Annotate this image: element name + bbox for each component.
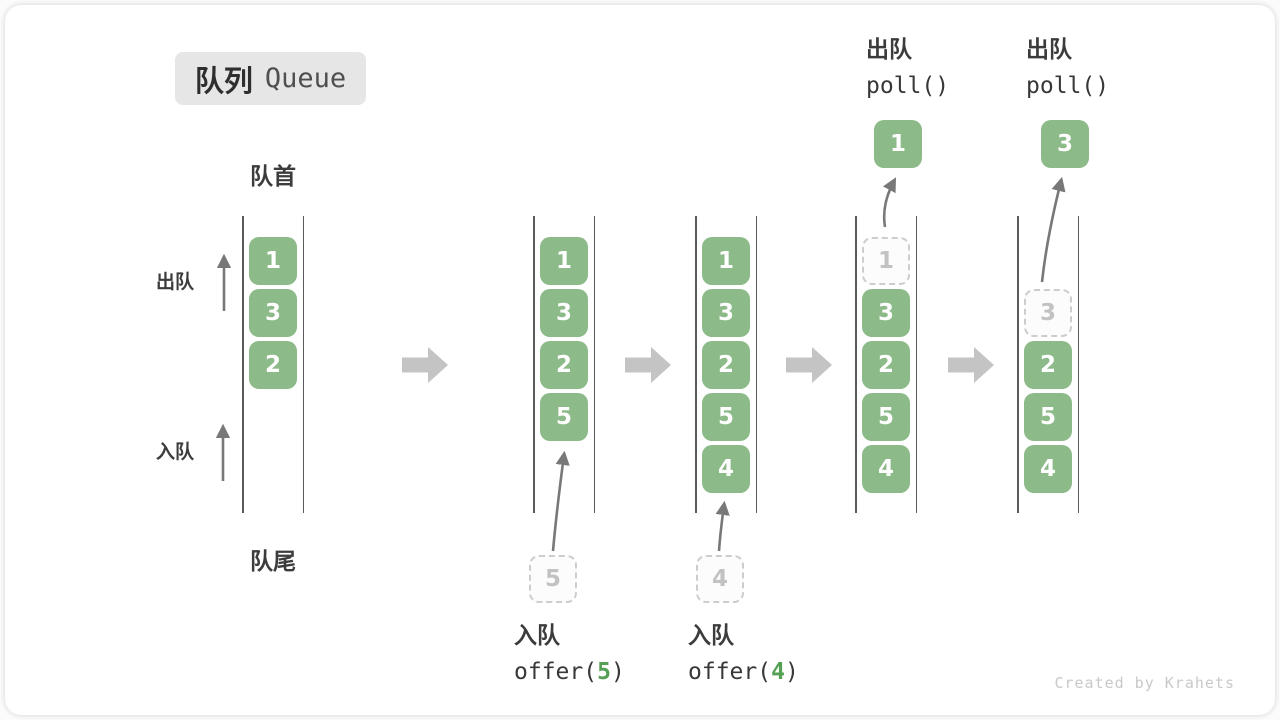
offer-annotation-5: 入队 offer(5) [514, 618, 625, 690]
poll-annotation-1: 出队 poll() [866, 32, 949, 104]
queue-item: 5 [540, 393, 588, 441]
diagram-canvas: 队列 Queue 队首 队尾 出队 入队 1 3 2 1 3 2 5 1 3 2… [5, 5, 1275, 715]
step-arrow-icon [625, 347, 671, 383]
queue-column-2: 1 3 2 5 [533, 216, 595, 513]
queue-item: 1 [249, 237, 297, 285]
offer-arg: 5 [597, 659, 611, 685]
queue-wall-right [593, 216, 595, 513]
watermark: Created by Krahets [1054, 674, 1235, 692]
offer-arg: 4 [771, 659, 785, 685]
queue-column-4: 1 3 2 5 4 [855, 216, 917, 513]
queue-item: 1 [540, 237, 588, 285]
queue-front-label: 队首 [250, 164, 296, 190]
queue-item: 2 [249, 341, 297, 389]
step-arrow-icon [786, 347, 832, 383]
queue-item: 5 [702, 393, 750, 441]
queue-item: 2 [862, 341, 910, 389]
poll-action-label: 出队 [1026, 37, 1072, 63]
queue-item-removed: 3 [1024, 289, 1072, 337]
queue-wall-left [1017, 216, 1019, 513]
queue-wall-right [302, 216, 304, 513]
queue-rear-label: 队尾 [250, 549, 296, 575]
queue-wall-left [855, 216, 857, 513]
queue-wall-left [242, 216, 244, 513]
queue-column-1: 1 3 2 [242, 216, 304, 513]
queue-wall-right [1077, 216, 1079, 513]
queue-item: 2 [540, 341, 588, 389]
queue-item: 3 [862, 289, 910, 337]
queue-column-5: 3 2 5 4 [1017, 216, 1079, 513]
poll-action-label: 出队 [866, 37, 912, 63]
offer-action-label: 入队 [688, 623, 734, 649]
queue-wall-right [755, 216, 757, 513]
dequeue-side-label: 出队 [156, 271, 195, 293]
queue-item: 4 [1024, 445, 1072, 493]
queue-item: 5 [862, 393, 910, 441]
queue-column-3: 1 3 2 5 4 [695, 216, 757, 513]
popped-item: 3 [1041, 120, 1089, 168]
step-arrow-icon [948, 347, 994, 383]
popped-item: 1 [874, 120, 922, 168]
queue-item: 3 [249, 289, 297, 337]
staged-item: 4 [696, 555, 744, 603]
queue-item: 1 [702, 237, 750, 285]
queue-item: 4 [862, 445, 910, 493]
title-en: Queue [264, 63, 347, 94]
step-arrow-icon [402, 347, 448, 383]
queue-item: 2 [1024, 341, 1072, 389]
offer-annotation-4: 入队 offer(4) [688, 618, 799, 690]
queue-item-removed: 1 [862, 237, 910, 285]
title-badge: 队列 Queue [175, 52, 366, 105]
staged-item: 5 [529, 555, 577, 603]
poll-annotation-2: 出队 poll() [1026, 32, 1109, 104]
queue-wall-left [533, 216, 535, 513]
offer-code-label: offer(5) [514, 659, 625, 685]
queue-wall-left [695, 216, 697, 513]
queue-item: 2 [702, 341, 750, 389]
queue-wall-right [915, 216, 917, 513]
queue-item: 5 [1024, 393, 1072, 441]
offer-action-label: 入队 [514, 623, 560, 649]
queue-item: 3 [540, 289, 588, 337]
queue-item: 4 [702, 445, 750, 493]
offer-code-label: offer(4) [688, 659, 799, 685]
enqueue-side-label: 入队 [156, 441, 195, 463]
poll-code-label: poll() [866, 73, 950, 99]
title-zh: 队列 [194, 63, 253, 98]
queue-item: 3 [702, 289, 750, 337]
poll-code-label: poll() [1026, 73, 1110, 99]
